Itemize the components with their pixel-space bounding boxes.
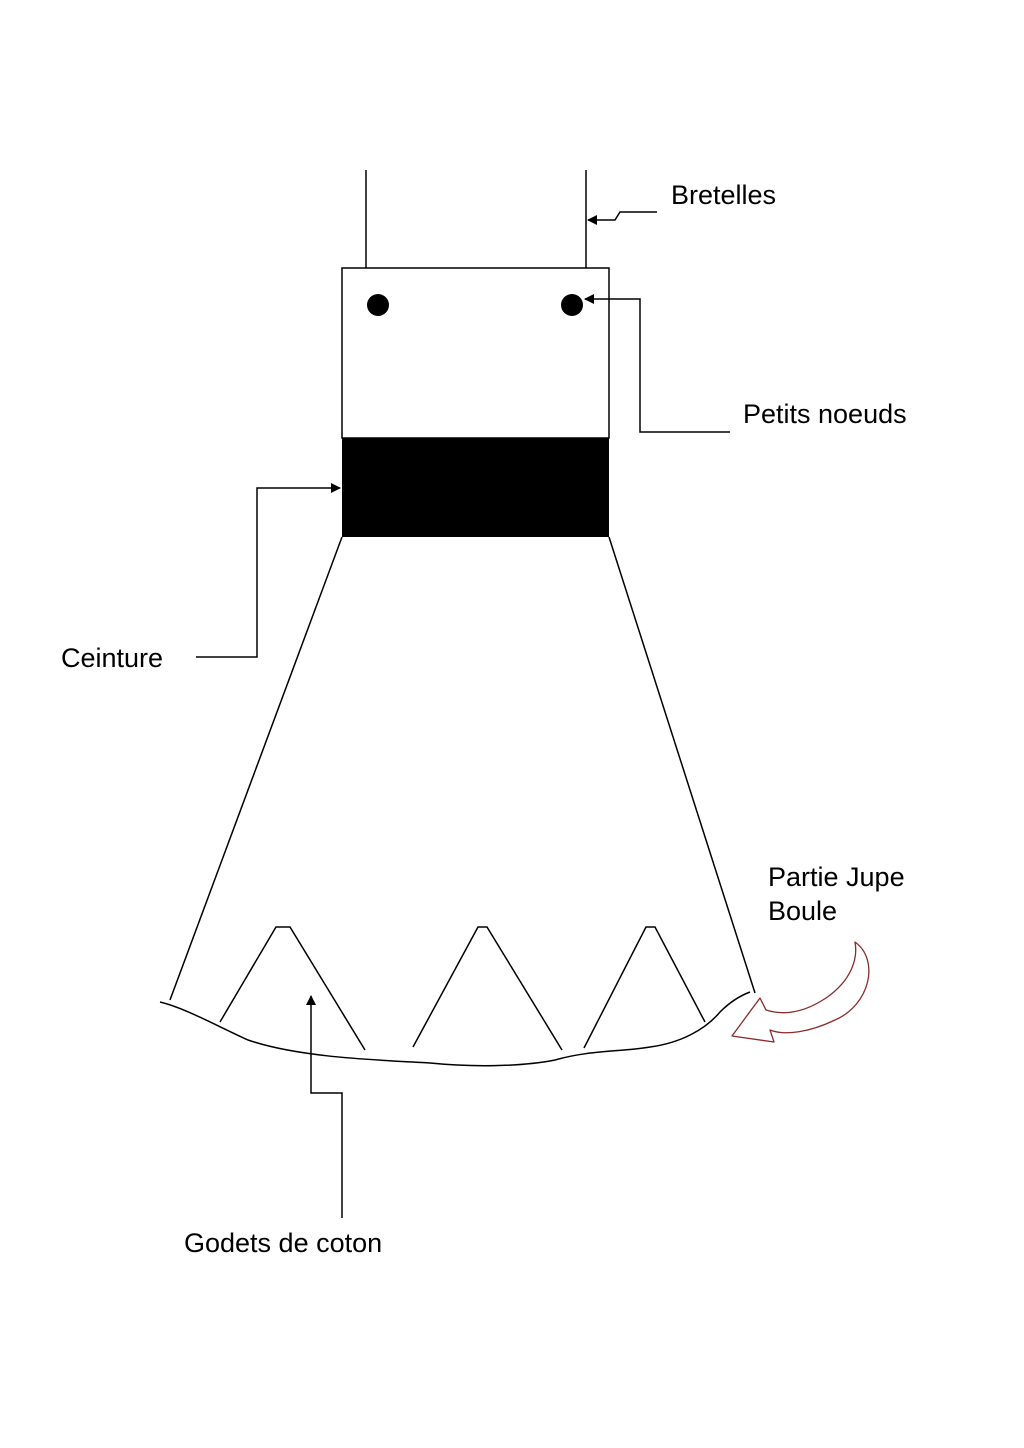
skirt-hem (159, 991, 751, 1067)
label-partie-jupe-line2: Boule (768, 896, 837, 926)
petits-noeuds-leader (584, 294, 730, 433)
godet-1 (219, 926, 366, 1051)
label-petits-noeuds: Petits noeuds (743, 399, 907, 429)
partie-jupe-curved-arrow (731, 941, 870, 1043)
ceinture-leader (196, 483, 341, 658)
label-bretelles: Bretelles (671, 180, 776, 210)
skirt-right-side (608, 536, 756, 994)
belt (342, 438, 609, 537)
label-partie-jupe-line1: Partie Jupe (768, 862, 905, 892)
godets-leader (306, 995, 343, 1218)
godet-3 (583, 926, 706, 1049)
label-godets: Godets de coton (184, 1228, 382, 1258)
bretelles-leader (587, 211, 657, 225)
right-bow-dot (561, 294, 583, 316)
skirt-left-side (169, 536, 343, 1001)
left-bow-dot (367, 294, 389, 316)
label-ceinture: Ceinture (61, 643, 163, 673)
bodice (341, 267, 610, 439)
godet-2 (412, 926, 563, 1051)
